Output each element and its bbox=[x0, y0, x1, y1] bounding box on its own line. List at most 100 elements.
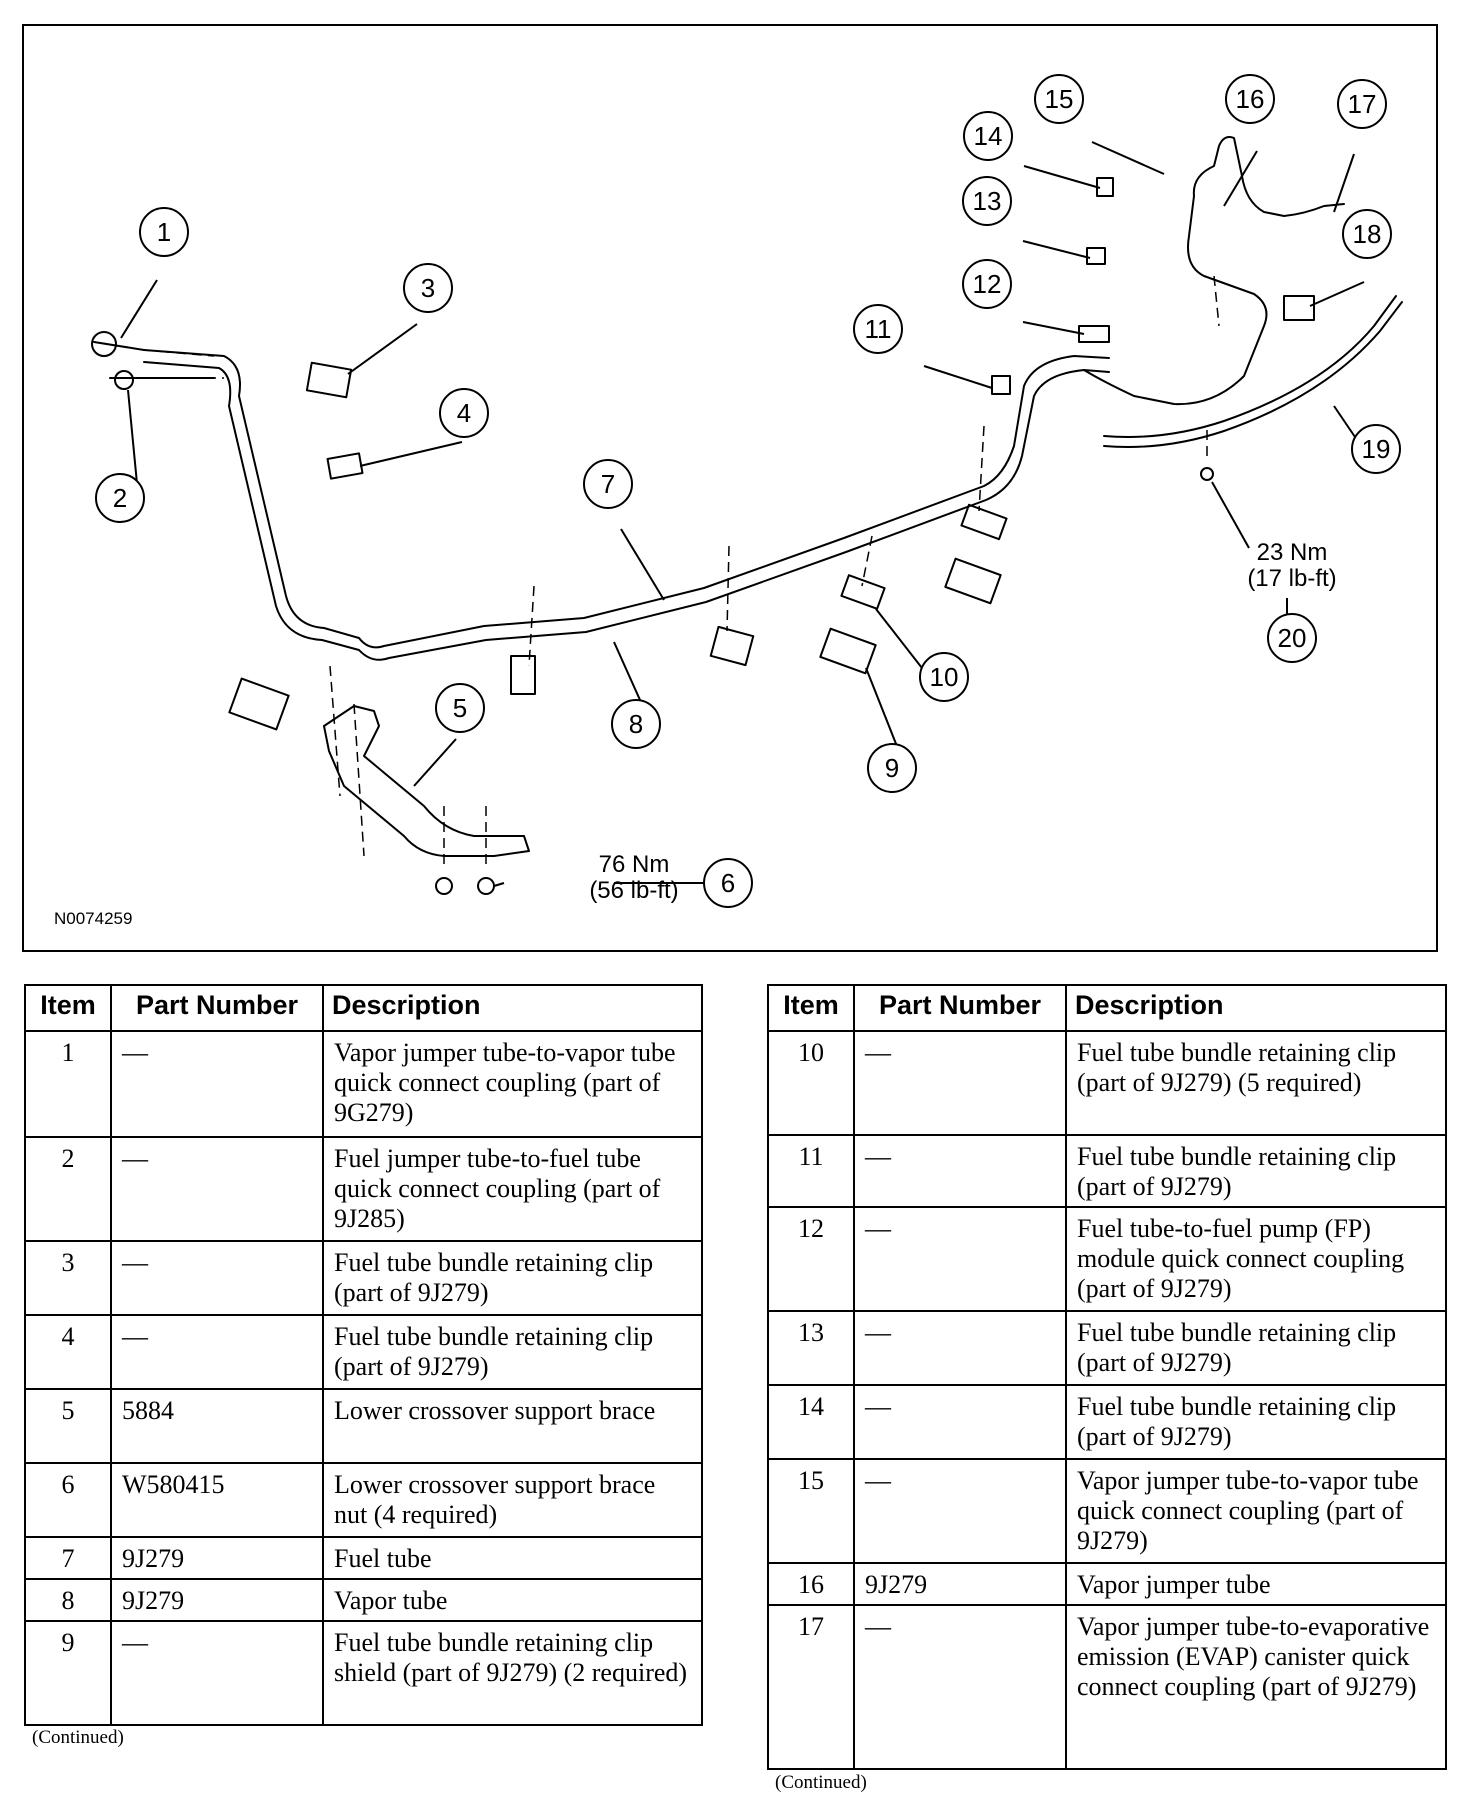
part-cell: — bbox=[853, 1030, 1067, 1136]
item-cell: 8 bbox=[24, 1578, 112, 1622]
desc-cell: Fuel tube bundle retaining clip (part of… bbox=[1065, 1134, 1447, 1208]
table-row: 15—Vapor jumper tube-to-vapor tube quick… bbox=[767, 1458, 1447, 1564]
item-cell: 14 bbox=[767, 1384, 855, 1460]
header-item: Item bbox=[767, 984, 855, 1032]
vapor-jumper-left bbox=[93, 341, 145, 351]
continued-note-left: (Continued) bbox=[32, 1727, 124, 1748]
vapor-tube-line bbox=[143, 361, 1110, 661]
table-row: 1—Vapor jumper tube-to-vapor tube quick … bbox=[24, 1030, 703, 1138]
clip-mid-1 bbox=[510, 655, 536, 695]
table-row: 3—Fuel tube bundle retaining clip (part … bbox=[24, 1240, 703, 1316]
callout-19: 19 bbox=[1362, 434, 1391, 464]
desc-cell: Fuel tube bundle retaining clip (part of… bbox=[1065, 1310, 1447, 1386]
desc-cell: Fuel tube bundle retaining clip (part of… bbox=[1065, 1384, 1447, 1460]
item-cell: 15 bbox=[767, 1458, 855, 1564]
desc-cell: Fuel tube bbox=[322, 1536, 703, 1580]
continued-note-right: (Continued) bbox=[775, 1772, 867, 1793]
part-cell: — bbox=[853, 1604, 1067, 1770]
desc-cell: Vapor tube bbox=[322, 1578, 703, 1622]
callout-14: 14 bbox=[974, 121, 1003, 151]
item-cell: 16 bbox=[767, 1562, 855, 1606]
callout-17: 17 bbox=[1348, 89, 1377, 119]
crossover-brace bbox=[323, 705, 530, 857]
header-description: Description bbox=[322, 984, 703, 1032]
item-cell: 10 bbox=[767, 1030, 855, 1136]
part-cell: — bbox=[853, 1134, 1067, 1208]
desc-cell: Vapor jumper tube-to-evaporative emissio… bbox=[1065, 1604, 1447, 1770]
table-row: 9—Fuel tube bundle retaining clip shield… bbox=[24, 1620, 703, 1726]
callout-12: 12 bbox=[973, 269, 1002, 299]
clip-13-shape bbox=[1086, 247, 1106, 265]
part-cell: 5884 bbox=[110, 1388, 324, 1464]
table-row: 2—Fuel jumper tube-to-fuel tube quick co… bbox=[24, 1136, 703, 1242]
part-cell: — bbox=[853, 1310, 1067, 1386]
item-cell: 7 bbox=[24, 1536, 112, 1580]
table-header-row: Item Part Number Description bbox=[767, 984, 1447, 1032]
desc-cell: Fuel tube bundle retaining clip (part of… bbox=[322, 1240, 703, 1316]
table-row: 13—Fuel tube bundle retaining clip (part… bbox=[767, 1310, 1447, 1386]
item-cell: 17 bbox=[767, 1604, 855, 1770]
clip-9-shield-b bbox=[944, 557, 1002, 605]
callout-13: 13 bbox=[973, 186, 1002, 216]
torque-20-lbft: (17 lb-ft) bbox=[1247, 565, 1336, 592]
fuel-tube-line bbox=[143, 349, 1110, 649]
parts-table-right: Item Part Number Description 10—Fuel tub… bbox=[767, 984, 1447, 1770]
part-cell: W580415 bbox=[110, 1462, 324, 1538]
part-cell: 9J279 bbox=[853, 1562, 1067, 1606]
diagram-frame: 1 2 3 4 5 6 7 8 9 10 11 12 13 14 15 16 1… bbox=[22, 24, 1438, 952]
item-cell: 4 bbox=[24, 1314, 112, 1390]
desc-cell: Vapor jumper tube-to-vapor tube quick co… bbox=[1065, 1458, 1447, 1564]
desc-cell: Fuel tube bundle retaining clip (part of… bbox=[322, 1314, 703, 1390]
callout-8: 8 bbox=[629, 709, 643, 739]
part-cell: — bbox=[853, 1458, 1067, 1564]
part-cell: — bbox=[853, 1206, 1067, 1312]
parts-table-left: Item Part Number Description 1—Vapor jum… bbox=[24, 984, 703, 1726]
desc-cell: Fuel jumper tube-to-fuel tube quick conn… bbox=[322, 1136, 703, 1242]
cable-19 bbox=[1103, 295, 1397, 438]
desc-cell: Fuel tube-to-fuel pump (FP) module quick… bbox=[1065, 1206, 1447, 1312]
cable-19-b bbox=[1103, 301, 1403, 448]
coupling-18-shape bbox=[1283, 295, 1315, 321]
callout-15: 15 bbox=[1045, 84, 1074, 114]
callout-9: 9 bbox=[885, 753, 899, 783]
item-cell: 2 bbox=[24, 1136, 112, 1242]
header-description: Description bbox=[1065, 984, 1447, 1032]
header-part-number: Part Number bbox=[853, 984, 1067, 1032]
table-row: 17—Vapor jumper tube-to-evaporative emis… bbox=[767, 1604, 1447, 1770]
coupling-2-shape bbox=[114, 370, 134, 390]
item-cell: 1 bbox=[24, 1030, 112, 1138]
clip-mid-2 bbox=[709, 625, 755, 667]
table-row: 11—Fuel tube bundle retaining clip (part… bbox=[767, 1134, 1447, 1208]
item-cell: 13 bbox=[767, 1310, 855, 1386]
clip-4-shape bbox=[326, 452, 364, 480]
nut-20 bbox=[1200, 467, 1214, 481]
part-cell: 9J279 bbox=[110, 1536, 324, 1580]
table-row: 4—Fuel tube bundle retaining clip (part … bbox=[24, 1314, 703, 1390]
clip-3-shape bbox=[305, 361, 353, 399]
clip-10-shape bbox=[840, 574, 886, 610]
part-cell: — bbox=[110, 1620, 324, 1726]
nut-6a bbox=[435, 877, 453, 895]
torque-6-nm: 76 Nm bbox=[599, 851, 670, 878]
clip-left-lower bbox=[228, 677, 290, 731]
callout-2: 2 bbox=[113, 483, 127, 513]
callout-5: 5 bbox=[453, 693, 467, 723]
callout-4: 4 bbox=[457, 398, 471, 428]
table-row: 12—Fuel tube-to-fuel pump (FP) module qu… bbox=[767, 1206, 1447, 1312]
fuel-tube-diagram: 1 2 3 4 5 6 7 8 9 10 11 12 13 14 15 16 1… bbox=[54, 74, 1403, 928]
callout-7: 7 bbox=[601, 469, 615, 499]
callout-20: 20 bbox=[1278, 623, 1307, 653]
callout-18: 18 bbox=[1353, 219, 1382, 249]
part-cell: — bbox=[110, 1240, 324, 1316]
callout-10: 10 bbox=[930, 662, 959, 692]
desc-cell: Lower crossover support brace nut (4 req… bbox=[322, 1462, 703, 1538]
desc-cell: Lower crossover support brace bbox=[322, 1388, 703, 1464]
part-cell: — bbox=[853, 1384, 1067, 1460]
part-cell: — bbox=[110, 1314, 324, 1390]
part-cell: 9J279 bbox=[110, 1578, 324, 1622]
vapor-jumper-line bbox=[1192, 136, 1345, 217]
callout-16: 16 bbox=[1236, 84, 1265, 114]
